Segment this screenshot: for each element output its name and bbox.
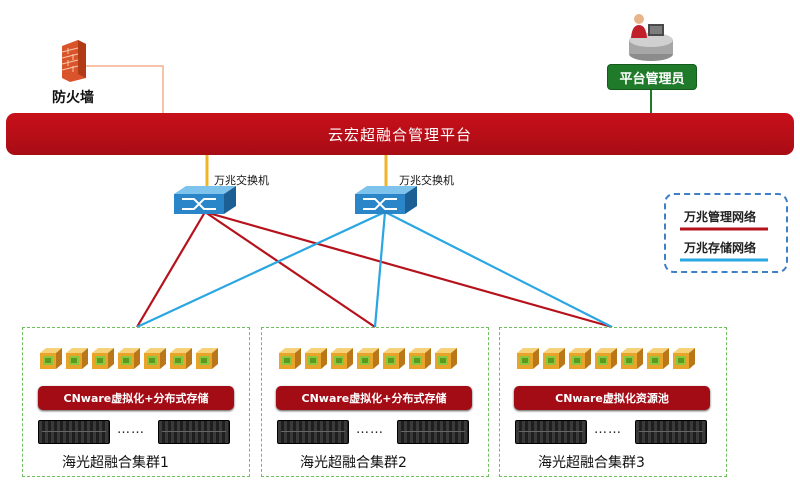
mgmt-line-1-3 — [204, 210, 613, 329]
cluster-software-bar: CNware虚拟化资源池 — [514, 386, 710, 410]
mgmt-line-1-1 — [136, 211, 206, 328]
cluster-name: 海光超融合集群2 — [300, 455, 407, 471]
server-rack-icon — [38, 420, 110, 444]
storage-line-2-2 — [373, 211, 387, 328]
vm-node-icon — [383, 348, 405, 369]
vm-node-icon — [66, 348, 88, 369]
switch-label: 万兆交换机 — [399, 174, 454, 187]
legend-label-storage: 万兆存储网络 — [684, 241, 757, 255]
platform-admin-badge: 平台管理员 — [607, 64, 697, 90]
vm-node-icon — [357, 348, 379, 369]
vm-node-icon — [40, 348, 62, 369]
server-rack-icon — [635, 420, 707, 444]
ellipsis: …… — [117, 422, 145, 437]
storage-line-2-3 — [384, 211, 613, 328]
cluster-box — [22, 327, 250, 477]
legend — [664, 193, 788, 273]
vm-node-icon — [118, 348, 140, 369]
vm-node-icon — [196, 348, 218, 369]
cluster-box — [261, 327, 489, 477]
vm-node-icon — [543, 348, 565, 369]
legend-label-management: 万兆管理网络 — [684, 210, 757, 224]
switch-icon — [174, 186, 236, 214]
vm-node-icon — [170, 348, 192, 369]
server-rack-icon — [158, 420, 230, 444]
switch-icon — [355, 186, 417, 214]
firewall-uplink — [80, 65, 164, 113]
vm-node-icon — [517, 348, 539, 369]
management-platform-bar: 云宏超融合管理平台 — [6, 113, 794, 155]
cluster-software-bar: CNware虚拟化+分布式存储 — [38, 386, 234, 410]
vm-node-icon — [435, 348, 457, 369]
vm-node-icon — [144, 348, 166, 369]
vm-node-icon — [409, 348, 431, 369]
vm-node-icon — [92, 348, 114, 369]
admin-workstation-icon — [626, 10, 676, 62]
cluster-name: 海光超融合集群1 — [62, 455, 169, 471]
server-rack-icon — [515, 420, 587, 444]
switch-label: 万兆交换机 — [214, 174, 269, 187]
vm-node-icon — [279, 348, 301, 369]
vm-node-icon — [331, 348, 353, 369]
firewall-label: 防火墙 — [52, 90, 94, 106]
server-rack-icon — [397, 420, 469, 444]
server-rack-icon — [277, 420, 349, 444]
cluster-box — [499, 327, 727, 477]
cluster-name: 海光超融合集群3 — [538, 455, 645, 471]
vm-node-icon — [305, 348, 327, 369]
vm-node-icon — [673, 348, 695, 369]
vm-node-icon — [569, 348, 591, 369]
vm-node-icon — [621, 348, 643, 369]
vm-node-icon — [595, 348, 617, 369]
vm-node-icon — [647, 348, 669, 369]
mgmt-line-1-2 — [204, 211, 376, 328]
ellipsis: …… — [356, 422, 384, 437]
firewall-icon — [58, 40, 86, 82]
cluster-software-bar: CNware虚拟化+分布式存储 — [276, 386, 472, 410]
storage-line-2-1 — [136, 211, 386, 328]
ellipsis: …… — [594, 422, 622, 437]
